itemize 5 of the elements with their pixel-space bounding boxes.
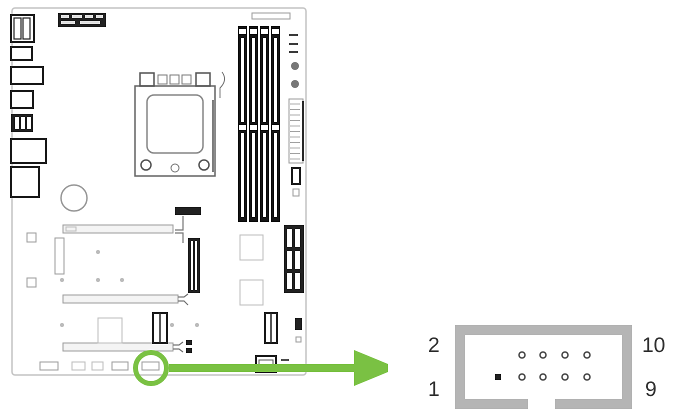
- pin-number: 9: [645, 379, 657, 400]
- pin-number: 2: [428, 335, 440, 356]
- highlight-circle: [133, 350, 169, 386]
- pin-number: 10: [642, 335, 666, 356]
- pin-number: 1: [428, 379, 440, 400]
